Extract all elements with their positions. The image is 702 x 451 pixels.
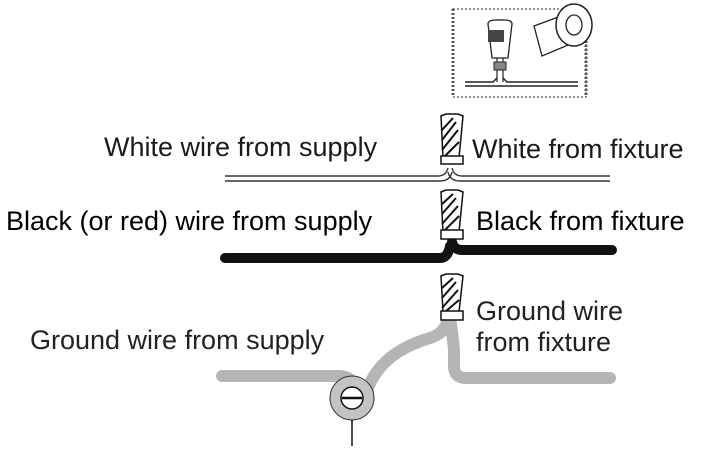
wire-nut-icon	[440, 273, 464, 321]
white-wire	[225, 167, 610, 182]
black-fixture-label: Black from fixture	[476, 206, 685, 236]
ground-screw-icon	[329, 375, 375, 446]
wire-nut-icon	[487, 19, 513, 82]
ground-fixture-label-line2: from fixture	[476, 327, 612, 357]
ground-supply-label: Ground wire from supply	[30, 325, 325, 355]
ground-fixture-label-line1: Ground wire	[476, 296, 624, 326]
inset-illustration	[451, 3, 593, 98]
black-supply-label: Black (or red) wire from supply	[6, 206, 373, 236]
electrical-tape-icon	[533, 3, 593, 57]
white-fixture-label: White from fixture	[472, 134, 684, 164]
wire-nut-icon	[440, 189, 464, 240]
black-wire	[220, 237, 617, 263]
white-supply-label: White wire from supply	[104, 132, 378, 162]
wire-nut-icon	[440, 113, 464, 165]
